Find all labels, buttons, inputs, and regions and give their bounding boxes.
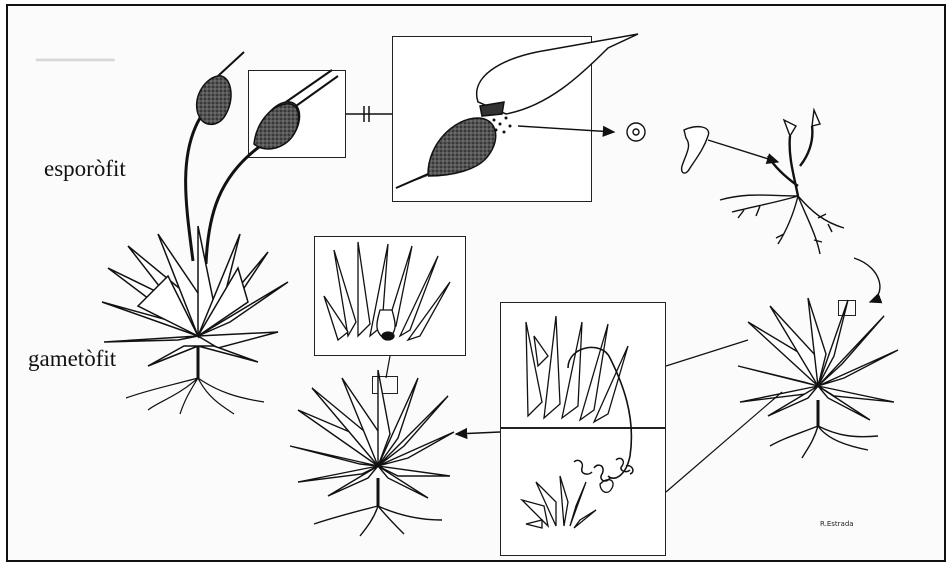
sperm-to-archegonium-arrow — [456, 432, 500, 434]
protonema-to-gametophyte-arrow — [854, 258, 880, 302]
antheridium-bottom-content — [522, 458, 633, 528]
antheridium-top-content — [526, 316, 631, 492]
capsule-zoom-content — [254, 76, 338, 149]
zoom-lines — [666, 340, 782, 492]
archegonium-content — [324, 242, 450, 340]
gametophyte-right — [738, 298, 898, 458]
mature-moss-with-sporophytes — [102, 52, 332, 414]
spore-arrows — [518, 123, 778, 173]
sperm-cells — [574, 458, 633, 481]
moss-life-cycle-drawing — [8, 6, 946, 562]
spore-release-content — [396, 34, 638, 188]
gametophyte-center — [290, 370, 454, 536]
connector-break — [346, 106, 392, 122]
protonema — [720, 110, 844, 254]
diagram-frame: ▁▁▁▁▁▁ esporòfit gametòfit R.Estrada — [6, 4, 946, 562]
